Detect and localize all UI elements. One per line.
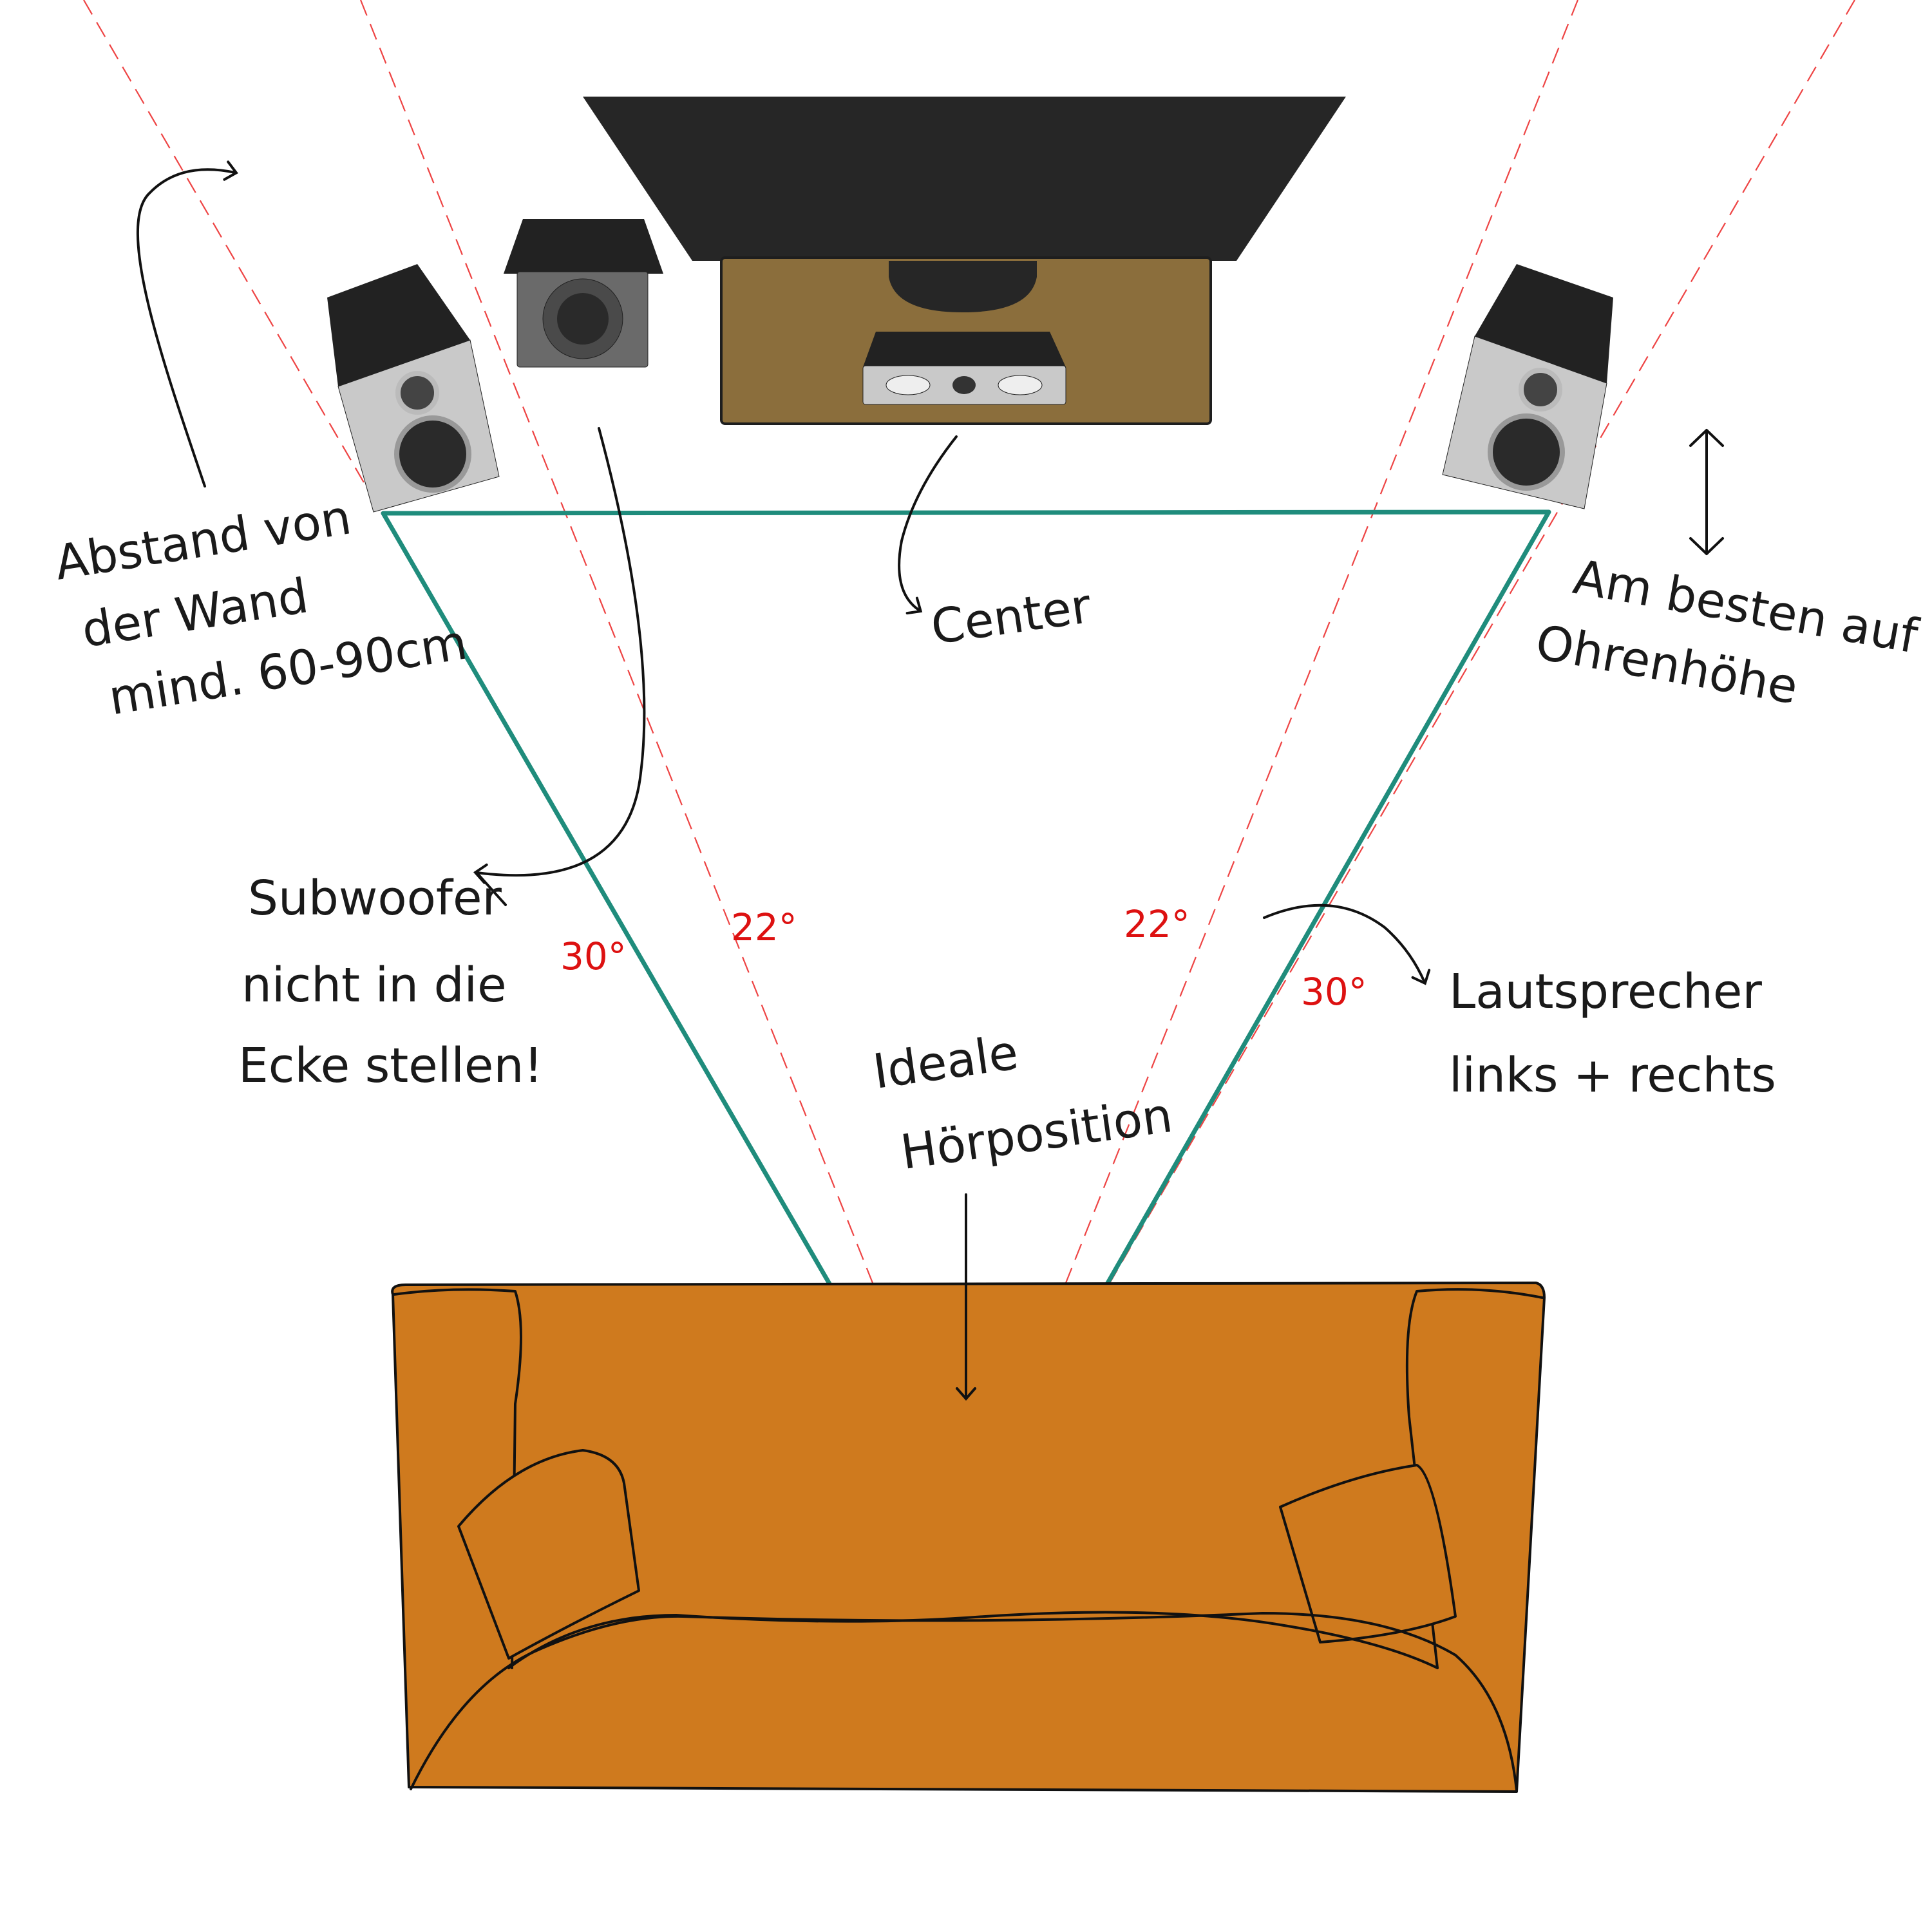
speakers-arrow — [1263, 904, 1431, 985]
left-speaker-top — [327, 264, 470, 386]
sofa-right-cushion — [1279, 1464, 1457, 1643]
subwoofer-line-2: nicht in die — [242, 958, 507, 1013]
left-speaker-tweeter — [395, 371, 439, 415]
right-speaker-top — [1475, 264, 1613, 383]
sofa-right-arm — [1405, 1288, 1544, 1669]
center-arrow — [898, 435, 958, 615]
label-subwoofer: Subwoofer nicht in die Ecke stellen! — [238, 871, 543, 1094]
subwoofer-line-3: Ecke stellen! — [238, 1038, 543, 1094]
label-center: Center — [928, 578, 1095, 656]
listening-triangle — [381, 509, 1551, 1528]
label-ear-height: Am besten auf Ohrenhöhe — [1531, 549, 1923, 715]
wall-distance-arrow — [137, 160, 238, 488]
sofa-body — [391, 1282, 1546, 1793]
sofa-left-arm — [393, 1288, 522, 1669]
angle-outer-right: 30° — [1301, 970, 1367, 1014]
sofa-seat-line — [507, 1611, 1439, 1669]
angle-labels: 30° 22° 22° 30° — [560, 902, 1367, 1014]
angle-inner-right: 22° — [1124, 902, 1190, 946]
guide-line-inner-left — [359, 0, 971, 1526]
ear-height-arrow-top — [1689, 429, 1724, 447]
left-speaker-icon — [327, 264, 500, 513]
speakers-line-1: Lautsprecher — [1449, 964, 1762, 1019]
ear-height-arrow-bottom — [1689, 537, 1724, 555]
center-speaker-top — [863, 332, 1066, 367]
center-speaker-driver-left — [886, 375, 931, 395]
tv-icon — [583, 97, 1346, 261]
center-speaker-tweeter — [952, 376, 976, 394]
annotation-arrows — [137, 160, 1724, 1401]
subwoofer-icon — [504, 219, 663, 368]
tv-foot — [889, 261, 1037, 312]
label-speakers: Lautsprecher links + rechts — [1449, 964, 1776, 1103]
right-speaker-woofer — [1488, 413, 1565, 491]
subwoofer-cone-inner — [557, 293, 609, 345]
sofa-left-cushion — [457, 1449, 640, 1660]
subwoofer-arrow — [473, 427, 646, 884]
center-speaker-driver-right — [998, 375, 1043, 395]
wall-distance-line-1: Abstand von — [51, 489, 355, 591]
angle-inner-left: 22° — [731, 905, 797, 949]
speakers-line-2: links + rechts — [1449, 1048, 1776, 1103]
angle-outer-left: 30° — [560, 934, 627, 978]
right-speaker-icon — [1442, 264, 1613, 509]
tv-screen — [583, 97, 1346, 261]
subwoofer-arrow-tail — [475, 871, 507, 906]
subwoofer-line-1: Subwoofer — [248, 871, 502, 926]
left-speaker-woofer — [394, 415, 471, 493]
listening-line-1: Ideale — [870, 1025, 1022, 1100]
guide-line-inner-right — [968, 0, 1579, 1526]
right-speaker-tweeter — [1519, 368, 1562, 412]
sofa-icon — [391, 1282, 1546, 1793]
center-speaker-icon — [862, 332, 1066, 405]
listening-line-2: Hörposition — [897, 1088, 1175, 1180]
subwoofer-top — [504, 219, 663, 274]
sofa-front-curve — [410, 1612, 1518, 1792]
label-listening-position: Ideale Hörposition — [870, 1025, 1176, 1180]
